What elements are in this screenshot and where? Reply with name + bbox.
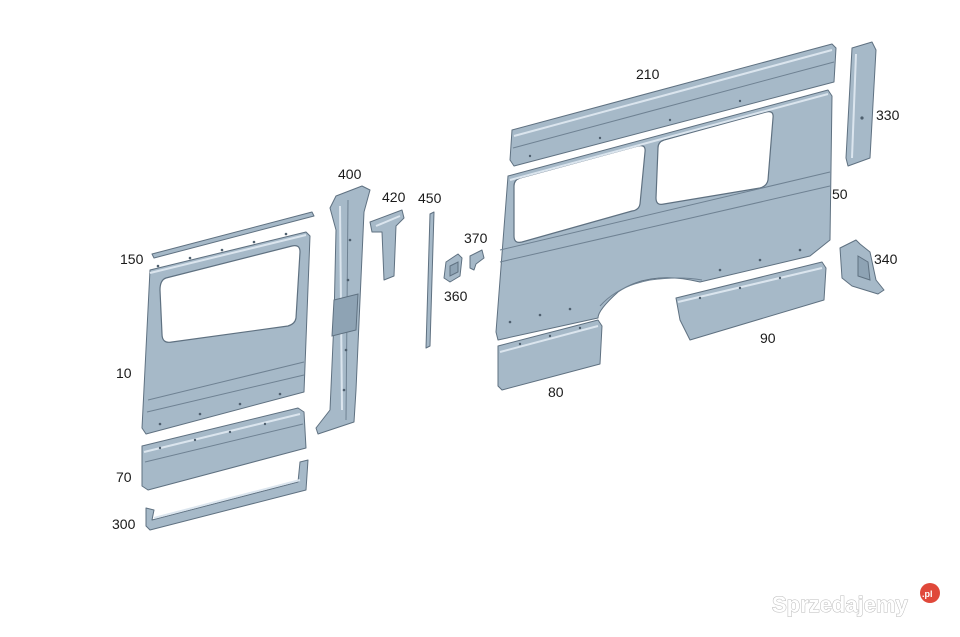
part-340-rear-corner [839,239,885,295]
watermark-badge-icon [920,583,940,603]
label-400: 400 [338,166,362,182]
part-330-rear-pillar [845,41,877,167]
watermark-text: Sprzedajemy [772,592,908,617]
label-330: 330 [876,107,900,123]
part-300-sill [145,459,309,531]
part-450-strip [425,211,435,349]
part-80-lower-front [497,319,603,391]
part-150-strip [151,211,315,259]
part-10-door-panel [141,231,311,435]
label-10: 10 [116,365,132,381]
label-210: 210 [636,66,660,82]
label-340: 340 [874,251,898,267]
watermark: Sprzedajemy .pl [772,583,940,618]
part-70-lower-skirt [141,407,307,491]
label-360: 360 [444,288,468,304]
part-360-bracket [443,253,463,283]
part-370-clip [469,249,485,271]
label-300: 300 [112,516,136,532]
label-420: 420 [382,189,406,205]
label-150: 150 [120,251,144,267]
label-80: 80 [548,384,564,400]
part-400-b-pillar [315,185,371,435]
label-450: 450 [418,190,442,206]
label-370: 370 [464,230,488,246]
part-90-lower-rear [675,261,827,341]
part-50-side-panel [495,89,833,341]
label-70: 70 [116,469,132,485]
watermark-badge-text: .pl [922,589,933,599]
label-90: 90 [760,330,776,346]
part-420-bracket [369,209,405,281]
part-210-roof-rail [509,43,837,167]
label-50: 50 [832,186,848,202]
